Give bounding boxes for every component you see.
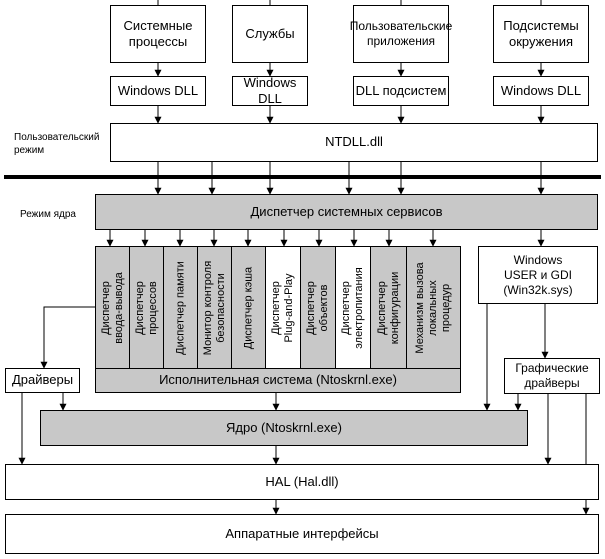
win32k-box: Windows USER и GDI (Win32k.sys) <box>478 246 598 304</box>
security-monitor-cell: Монитор контроля безопасности <box>197 246 232 369</box>
drivers-box: Драйверы <box>5 368 80 393</box>
security-monitor-label: Монитор контроля безопасности <box>201 260 227 355</box>
services-box: Службы <box>232 5 308 63</box>
process-manager-label: Диспетчер процессов <box>133 280 159 335</box>
memory-manager-cell: Диспетчер памяти <box>163 246 198 369</box>
system-service-dispatcher-box: Диспетчер системных сервисов <box>95 194 598 230</box>
windows-dll-box-2: Windows DLL <box>232 75 308 106</box>
user-applications-box: Пользовательские приложения <box>350 5 452 63</box>
cache-manager-cell: Диспетчер кэша <box>231 246 266 369</box>
cache-manager-label: Диспетчер кэша <box>241 266 254 349</box>
graphics-drivers-box: Графические драйверы <box>504 358 600 394</box>
configuration-manager-cell: Диспетчер конфигурации <box>370 246 407 369</box>
kernel-mode-label: Режим ядра <box>20 209 76 220</box>
process-manager-cell: Диспетчер процессов <box>129 246 164 369</box>
user-mode-label: Пользовательский режим <box>14 132 100 156</box>
power-manager-cell: Диспетчер электропитания <box>335 246 371 369</box>
ntdll-box: NTDLL.dll <box>110 123 598 162</box>
object-manager-label: Диспетчер объектов <box>304 280 330 335</box>
system-processes-box: Системные процессы <box>110 5 206 63</box>
memory-manager-label: Диспетчер памяти <box>173 260 186 355</box>
io-manager-cell: Диспетчер ввода-вывода <box>95 246 130 369</box>
pnp-manager-label: Диспетчер Plug-and-Play <box>269 272 295 343</box>
lpc-facility-label: Механизм вызова локальных процедур <box>413 261 453 354</box>
configuration-manager-label: Диспетчер конфигурации <box>375 271 401 344</box>
subsystem-dll-box: DLL подсистем <box>353 76 449 106</box>
windows-dll-box-4: Windows DLL <box>493 76 589 106</box>
windows-dll-box-1: Windows DLL <box>110 76 206 106</box>
pnp-manager-cell: Диспетчер Plug-and-Play <box>265 246 301 369</box>
kernel-box: Ядро (Ntoskrnl.exe) <box>40 410 528 446</box>
hal-box: HAL (Hal.dll) <box>5 464 599 500</box>
environment-subsystems-box: Подсистемы окружения <box>493 5 589 63</box>
hardware-interfaces-box: Аппаратные интерфейсы <box>5 514 599 554</box>
object-manager-cell: Диспетчер объектов <box>300 246 336 369</box>
io-manager-label: Диспетчер ввода-вывода <box>99 271 125 344</box>
power-manager-label: Диспетчер электропитания <box>339 266 365 349</box>
lpc-facility-cell: Механизм вызова локальных процедур <box>406 246 461 369</box>
executive-box: Исполнительная система (Ntoskrnl.exe) <box>95 368 461 393</box>
